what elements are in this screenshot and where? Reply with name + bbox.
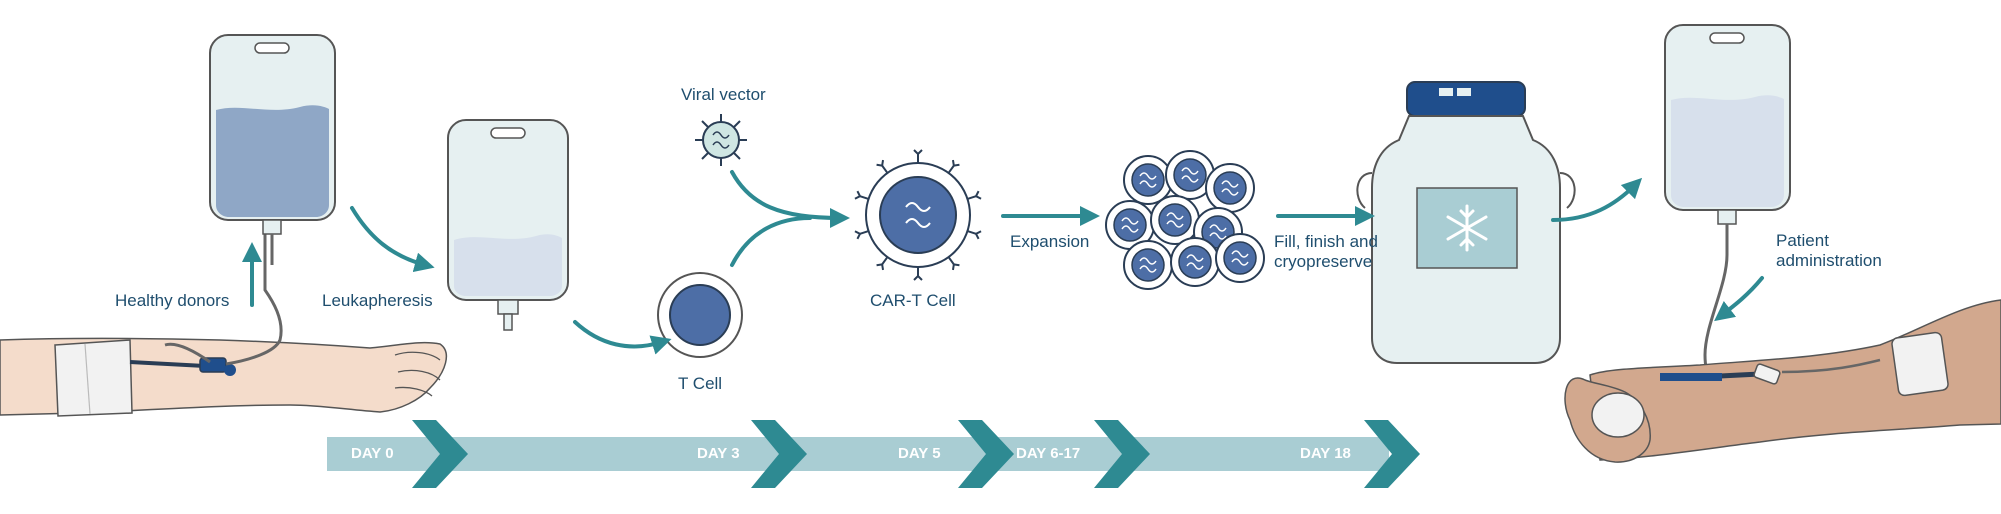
arrow-to-leukapheresis: [350, 206, 435, 273]
arrow-t-cell-to-car-t: [730, 216, 812, 267]
expansion-label: Expansion: [1010, 232, 1090, 251]
t-cell-icon: [657, 272, 743, 358]
timeline-day-label: DAY 0: [351, 445, 394, 462]
iv-bag-icon: [447, 119, 569, 331]
timeline-day-label: DAY 18: [1300, 445, 1351, 462]
timeline-day-label: DAY 5: [898, 445, 941, 462]
t-cell-label: T Cell: [678, 374, 723, 393]
timeline-day-label: DAY 6-17: [1016, 445, 1081, 462]
car-t-cell-label: CAR-T Cell: [870, 291, 956, 310]
timeline-chevron-4: [1094, 420, 1150, 488]
arrow-vector-to-car-t: [730, 170, 850, 228]
viral-vector-icon: [695, 114, 747, 166]
viral-vector-label: Viral vector: [681, 85, 766, 104]
donor-arm-icon: [0, 230, 448, 417]
iv-bag-icon: [1664, 24, 1791, 399]
arrow-to-t-cell: [573, 320, 672, 355]
timeline-chevron-5: [1364, 420, 1420, 488]
timeline-chevron-3: [958, 420, 1014, 488]
arrow-to-patient-bag: [1551, 177, 1643, 222]
timeline: [327, 420, 1420, 488]
timeline-chevron-1: [412, 420, 468, 488]
car-t-cell-icon: [853, 149, 983, 281]
patient-admin-label-line2: administration: [1776, 251, 1882, 270]
fill-finish-label-line2: cryopreserve: [1274, 252, 1373, 271]
patient-arm-icon: [1564, 299, 2001, 463]
arrow-down-patient: [1714, 276, 1764, 322]
snowflake-icon: [1446, 204, 1488, 252]
iv-bag-icon: [209, 34, 336, 265]
timeline-band: [327, 437, 1389, 471]
patient-admin-label-line1: Patient: [1776, 231, 1829, 250]
cell-cluster-icon: [1105, 150, 1265, 290]
process-arrows: [242, 170, 1764, 355]
fill-finish-label-line1: Fill, finish and: [1274, 232, 1378, 251]
healthy-donors-label: Healthy donors: [115, 291, 230, 310]
timeline-chevron-2: [751, 420, 807, 488]
cryo-container-icon: [1356, 81, 1576, 364]
timeline-day-label: DAY 3: [697, 445, 740, 462]
hand-icon: [1564, 377, 1651, 463]
leukapheresis-label: Leukapheresis: [322, 291, 433, 310]
